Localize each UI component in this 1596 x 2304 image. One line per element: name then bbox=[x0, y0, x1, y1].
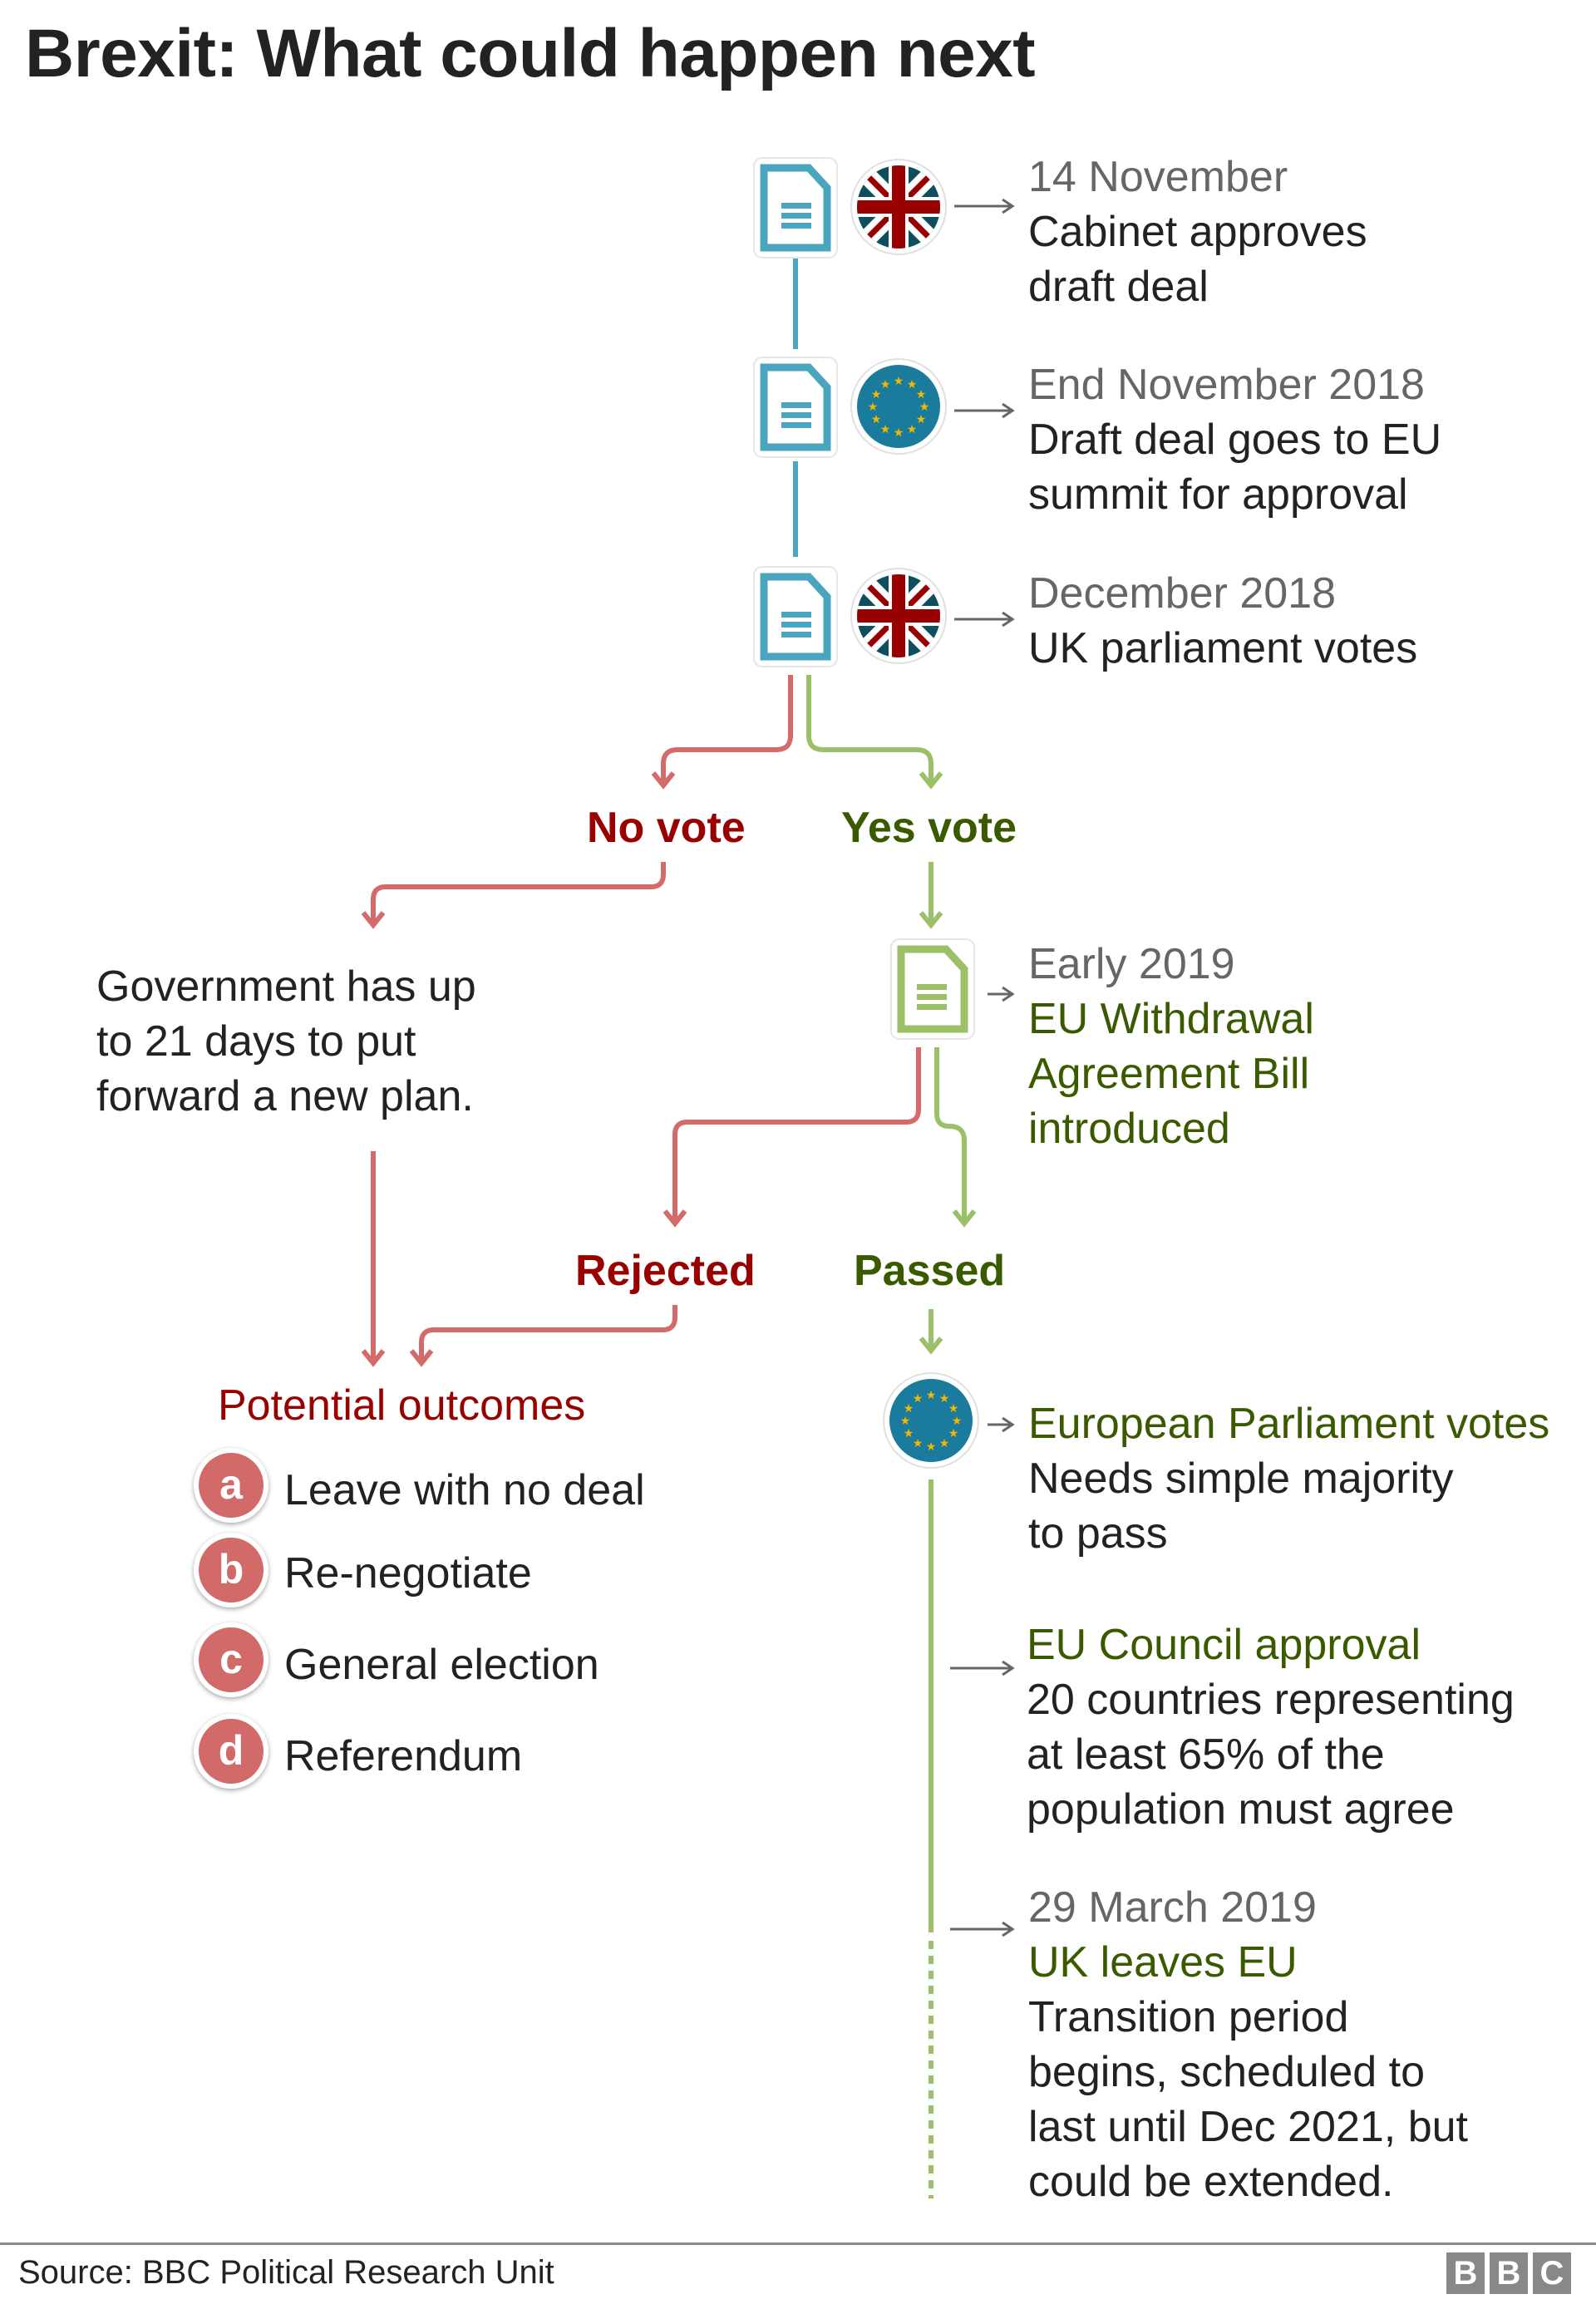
svg-text:★: ★ bbox=[916, 413, 927, 426]
text-line: forward a new plan. bbox=[96, 1072, 474, 1120]
bbc-logo-letter: C bbox=[1533, 2252, 1571, 2294]
step-1-text: 14 November Cabinet approves draft deal bbox=[1028, 150, 1367, 314]
document-icon bbox=[753, 157, 838, 258]
yes-vote-label: Yes vote bbox=[841, 804, 1017, 852]
svg-text:★: ★ bbox=[868, 401, 879, 414]
document-icon bbox=[753, 566, 838, 667]
step-description: UK parliament votes bbox=[1028, 624, 1418, 672]
badge-d: d bbox=[194, 1714, 268, 1789]
step-date: End November 2018 bbox=[1028, 361, 1425, 409]
step-description: summit for approval bbox=[1028, 470, 1408, 519]
svg-text:★: ★ bbox=[904, 1427, 914, 1440]
svg-text:★: ★ bbox=[948, 1427, 959, 1440]
ep-vote-heading: European Parliament votes bbox=[1028, 1400, 1550, 1448]
council-heading: EU Council approval bbox=[1027, 1621, 1421, 1669]
svg-text:★: ★ bbox=[939, 1437, 950, 1450]
leave-line: could be extended. bbox=[1028, 2158, 1394, 2206]
bill-description: Agreement Bill bbox=[1028, 1050, 1310, 1098]
no-vote-label: No vote bbox=[587, 804, 746, 852]
svg-text:★: ★ bbox=[894, 426, 904, 440]
leave-line: last until Dec 2021, but bbox=[1028, 2103, 1468, 2151]
svg-text:★: ★ bbox=[919, 401, 930, 414]
step-date: December 2018 bbox=[1028, 569, 1336, 618]
svg-text:★: ★ bbox=[926, 1440, 937, 1454]
svg-text:★: ★ bbox=[907, 378, 918, 391]
page-title: Brexit: What could happen next bbox=[25, 16, 1036, 91]
bill-date: Early 2019 bbox=[1028, 940, 1235, 988]
no-vote-description: Government has up to 21 days to put forw… bbox=[96, 959, 476, 1124]
outcome-item: Referendum bbox=[284, 1732, 523, 1780]
svg-text:★: ★ bbox=[880, 378, 891, 391]
svg-text:★: ★ bbox=[948, 1402, 959, 1415]
svg-text:★: ★ bbox=[900, 1415, 911, 1428]
svg-text:★: ★ bbox=[894, 375, 904, 388]
step-description: Draft deal goes to EU bbox=[1028, 416, 1442, 464]
council-line: at least 65% of the bbox=[1027, 1730, 1385, 1779]
step-description: draft deal bbox=[1028, 263, 1209, 311]
step-3-text: December 2018 UK parliament votes bbox=[1028, 566, 1417, 676]
bill-document-icon bbox=[890, 938, 975, 1040]
ep-vote-line: Needs simple majority bbox=[1028, 1455, 1454, 1503]
step-date: 14 November bbox=[1028, 153, 1288, 201]
bill-description: EU Withdrawal bbox=[1028, 995, 1314, 1043]
svg-text:★: ★ bbox=[913, 1392, 924, 1406]
svg-text:★: ★ bbox=[939, 1392, 950, 1406]
passed-label: Passed bbox=[854, 1247, 1006, 1295]
text-line: to 21 days to put bbox=[96, 1017, 416, 1066]
svg-text:★: ★ bbox=[880, 423, 891, 436]
badge-b: b bbox=[194, 1533, 268, 1607]
bbc-logo-letter: B bbox=[1490, 2252, 1528, 2294]
leave-line: begins, scheduled to bbox=[1028, 2048, 1426, 2096]
outcomes-heading: Potential outcomes bbox=[218, 1381, 586, 1430]
badge-a: a bbox=[194, 1448, 268, 1523]
svg-text:★: ★ bbox=[904, 1402, 914, 1415]
leave-date: 29 March 2019 bbox=[1028, 1883, 1317, 1932]
bbc-logo: B B C bbox=[1446, 2252, 1571, 2294]
source-credit: Source: BBC Political Research Unit bbox=[18, 2254, 554, 2291]
uk-flag-icon bbox=[850, 568, 947, 664]
svg-text:★: ★ bbox=[926, 1389, 937, 1402]
rejected-label: Rejected bbox=[575, 1247, 756, 1295]
text-line: Government has up bbox=[96, 962, 476, 1011]
svg-text:★: ★ bbox=[871, 388, 882, 401]
badge-c: c bbox=[194, 1622, 268, 1697]
step-2-text: End November 2018 Draft deal goes to EU … bbox=[1028, 357, 1441, 522]
leave-text: 29 March 2019 UK leaves EU Transition pe… bbox=[1028, 1880, 1468, 2209]
council-line: population must agree bbox=[1027, 1785, 1455, 1834]
council-line: 20 countries representing bbox=[1027, 1676, 1515, 1724]
bill-description: introduced bbox=[1028, 1105, 1230, 1153]
council-text: EU Council approval 20 countries represe… bbox=[1027, 1617, 1515, 1837]
svg-text:★: ★ bbox=[871, 413, 882, 426]
svg-text:★: ★ bbox=[952, 1415, 963, 1428]
document-icon bbox=[753, 357, 838, 458]
footer-divider bbox=[0, 2242, 1596, 2245]
outcome-item: General election bbox=[284, 1641, 599, 1689]
leave-heading: UK leaves EU bbox=[1028, 1938, 1298, 1986]
bbc-logo-letter: B bbox=[1446, 2252, 1485, 2294]
leave-line: Transition period bbox=[1028, 1993, 1349, 2041]
eu-flag-icon: ★★★★ ★★★★ ★★★★ bbox=[850, 358, 947, 455]
outcome-item: Leave with no deal bbox=[284, 1466, 645, 1514]
ep-vote-line: to pass bbox=[1028, 1509, 1168, 1558]
step-description: Cabinet approves bbox=[1028, 208, 1367, 256]
svg-text:★: ★ bbox=[913, 1437, 924, 1450]
eu-flag-icon: ★★★★ ★★★★ ★★★★ bbox=[883, 1372, 979, 1469]
svg-text:★: ★ bbox=[916, 388, 927, 401]
svg-text:★: ★ bbox=[907, 423, 918, 436]
bill-text: Early 2019 EU Withdrawal Agreement Bill … bbox=[1028, 937, 1314, 1156]
ep-vote-text: European Parliament votes Needs simple m… bbox=[1028, 1396, 1549, 1561]
outcome-item: Re-negotiate bbox=[284, 1549, 532, 1598]
uk-flag-icon bbox=[850, 159, 947, 255]
